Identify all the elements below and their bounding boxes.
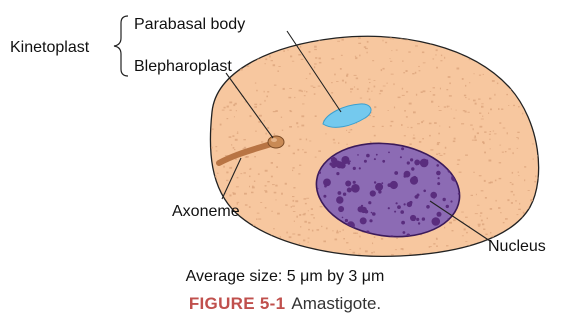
parabasal-body-label: Parabasal body [134,16,245,33]
blepharoplast-label: Blepharoplast [134,58,232,75]
figure-caption: FIGURE 5-1 Amastigote. [0,294,570,314]
figure-number: FIGURE 5-1 [189,294,286,313]
blepharoplast-highlight [271,138,277,142]
figure-title: Amastigote. [291,294,381,313]
axoneme-label: Axoneme [172,203,240,220]
kinetoplast-bracket [114,16,128,76]
average-size-caption: Average size: 5 μm by 3 μm [0,268,570,286]
blepharoplast [268,136,284,148]
kinetoplast-label: Kinetoplast [10,39,90,56]
nucleus-label: Nucleus [488,238,546,255]
